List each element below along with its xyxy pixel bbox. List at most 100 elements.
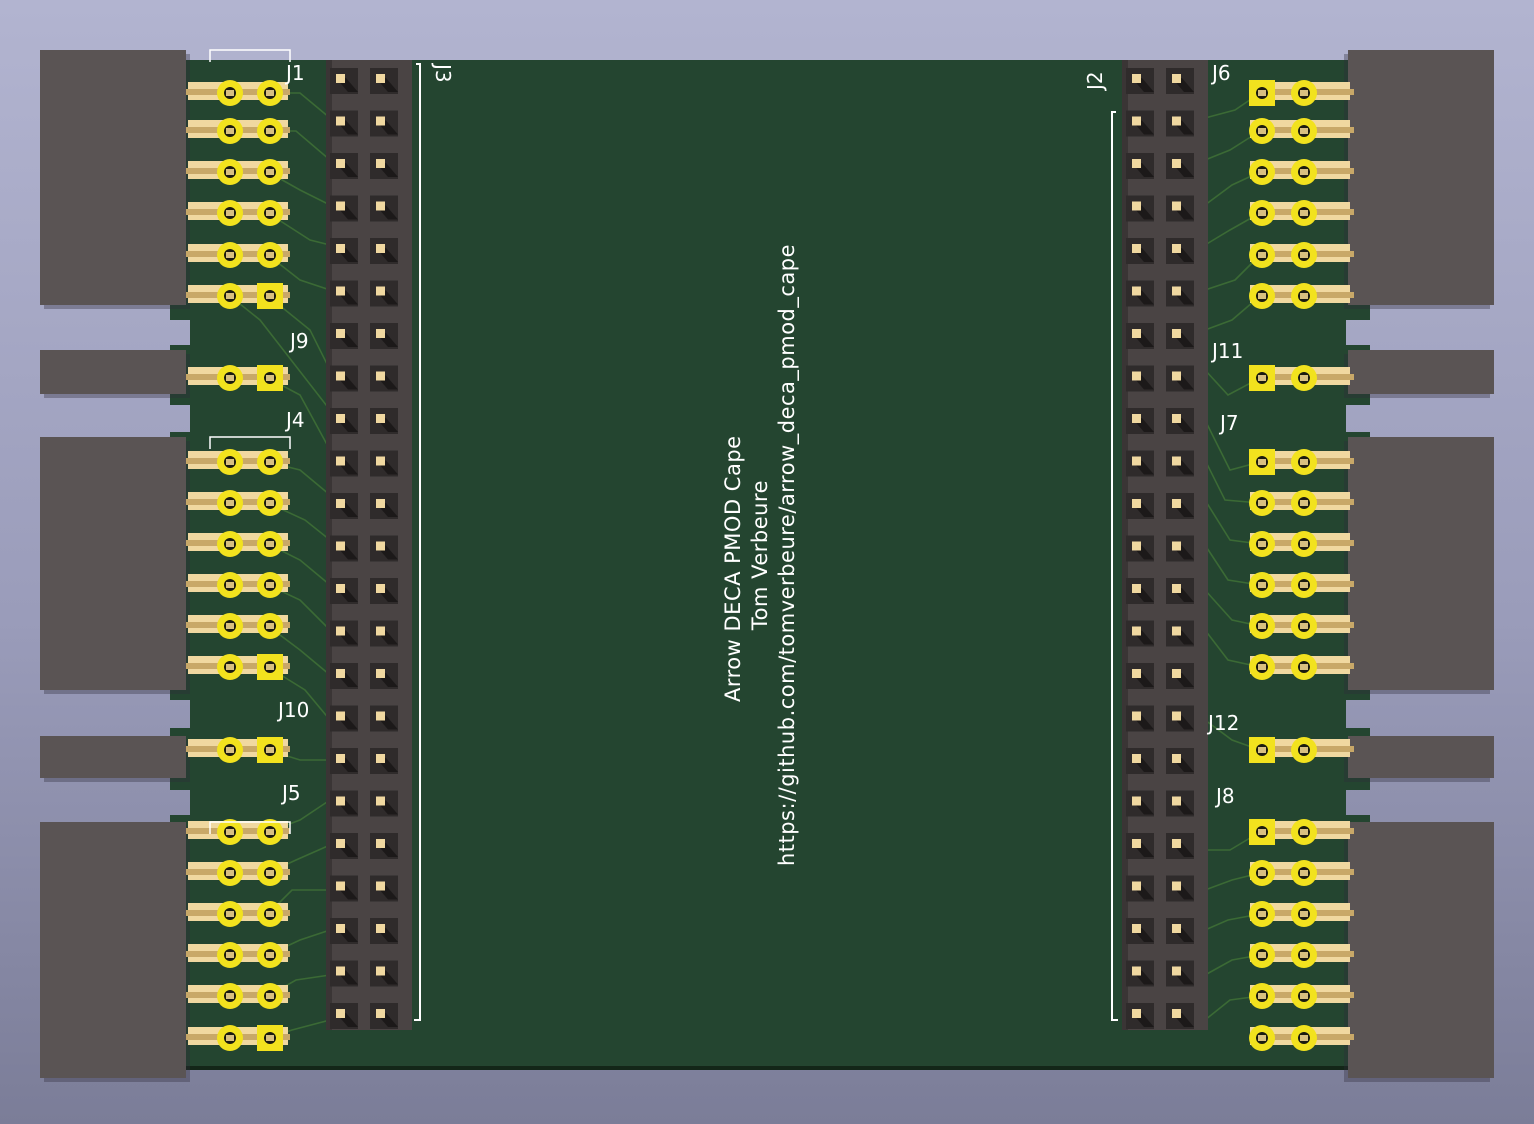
connector-body (1348, 822, 1494, 1078)
copper-trace (267, 212, 331, 246)
pad-pin (226, 1035, 234, 1041)
silk-outline (209, 436, 291, 449)
header-pin (1132, 541, 1141, 551)
connector-body (40, 822, 186, 1078)
header-pin (336, 881, 345, 891)
ref-label-j10: J10 (276, 698, 309, 722)
header-pin (1132, 839, 1141, 848)
pad-pin (266, 500, 274, 506)
ref-label-j11: J11 (1210, 339, 1243, 363)
header-pin (376, 116, 385, 126)
header-pin (1172, 839, 1181, 848)
header-pin (376, 966, 385, 976)
header-pin (1132, 159, 1141, 168)
copper-trace (1204, 295, 1261, 331)
silk-outline (209, 49, 291, 62)
silk-bracket-j2 (1111, 111, 1118, 1021)
pad-pin (1258, 169, 1266, 175)
board-author-text: Tom Verbeure (748, 480, 772, 631)
connector-left (40, 436, 291, 694)
ref-label-j9: J9 (288, 329, 309, 353)
pad-pin (1300, 459, 1308, 465)
pad-pin (1300, 664, 1308, 670)
header-pin (1172, 499, 1181, 508)
pad-pin (266, 747, 274, 753)
header-pin (1172, 456, 1181, 466)
copper-trace (1204, 254, 1261, 291)
pad-pin (226, 541, 234, 547)
header-pin (376, 286, 385, 296)
header-pin (1132, 286, 1141, 296)
connector-right (1249, 437, 1494, 694)
silk-outline (209, 821, 291, 834)
pad-pin (1258, 210, 1266, 216)
pad-pin (266, 623, 274, 629)
pad-pin (226, 993, 234, 999)
pad-pin (226, 870, 234, 876)
pad-pin (226, 664, 234, 670)
connector-body (40, 736, 186, 778)
header-pin (1172, 966, 1181, 976)
header-pin (336, 584, 345, 593)
connector-left (40, 49, 291, 309)
header-pin (336, 329, 345, 338)
pad-pin (266, 664, 274, 670)
header-pin (1172, 541, 1181, 551)
header-pin (1172, 924, 1181, 933)
pad-pin (226, 500, 234, 506)
header-pin (376, 371, 385, 381)
connector-left (40, 736, 290, 782)
pad-pin (1258, 293, 1266, 299)
header-pin (336, 159, 345, 168)
pad-pin (1300, 829, 1308, 835)
header-pin (1132, 881, 1141, 891)
board-url-text: https://github.com/tomverbeure/arrow_dec… (775, 244, 800, 866)
copper-trace (1204, 459, 1261, 504)
pad-pin (266, 293, 274, 299)
pad-pin (1300, 870, 1308, 876)
board-title-text: Arrow DECA PMOD Cape (721, 435, 745, 702)
pad-pin (1258, 623, 1266, 629)
pad-pin (266, 911, 274, 917)
header-pin (1132, 116, 1141, 126)
pad-pin (1258, 90, 1266, 96)
pad-pin (266, 375, 274, 381)
header-pin (1132, 584, 1141, 593)
header-pin (376, 456, 385, 466)
pad-pin (1300, 90, 1308, 96)
silkscreen-text: Arrow DECA PMOD Cape Tom Verbeure https:… (721, 244, 800, 866)
header-pin (336, 414, 345, 423)
header-j2 (1122, 60, 1208, 1030)
header-pin (1132, 711, 1141, 721)
header-pin (376, 924, 385, 933)
pad-pin (1258, 1035, 1266, 1041)
ref-label-j7: J7 (1218, 411, 1239, 435)
header-pin (1132, 371, 1141, 381)
pad-pin (1300, 747, 1308, 753)
header-pin (1172, 881, 1181, 891)
pad-pin (266, 1035, 274, 1041)
header-pin (1132, 244, 1141, 253)
pad-pin (1300, 952, 1308, 958)
header-pin (1132, 669, 1141, 678)
header-pin (1172, 626, 1181, 636)
pad-pin (1258, 911, 1266, 917)
pad-pin (266, 252, 274, 258)
header-pin (336, 924, 345, 933)
header-pin (376, 711, 385, 721)
connector-left (40, 350, 290, 398)
pad-pin (1300, 252, 1308, 258)
pad-pin (1300, 541, 1308, 547)
pad-pin (226, 252, 234, 258)
header-pin (336, 711, 345, 721)
header-pin (1172, 584, 1181, 593)
header-pin (336, 839, 345, 848)
header-pin (376, 244, 385, 253)
ref-label-j5: J5 (280, 781, 301, 805)
ref-label-j3: J3 (431, 62, 455, 83)
header-pin (1132, 201, 1141, 211)
connector-body (1348, 736, 1494, 778)
connector-right (1249, 350, 1494, 398)
